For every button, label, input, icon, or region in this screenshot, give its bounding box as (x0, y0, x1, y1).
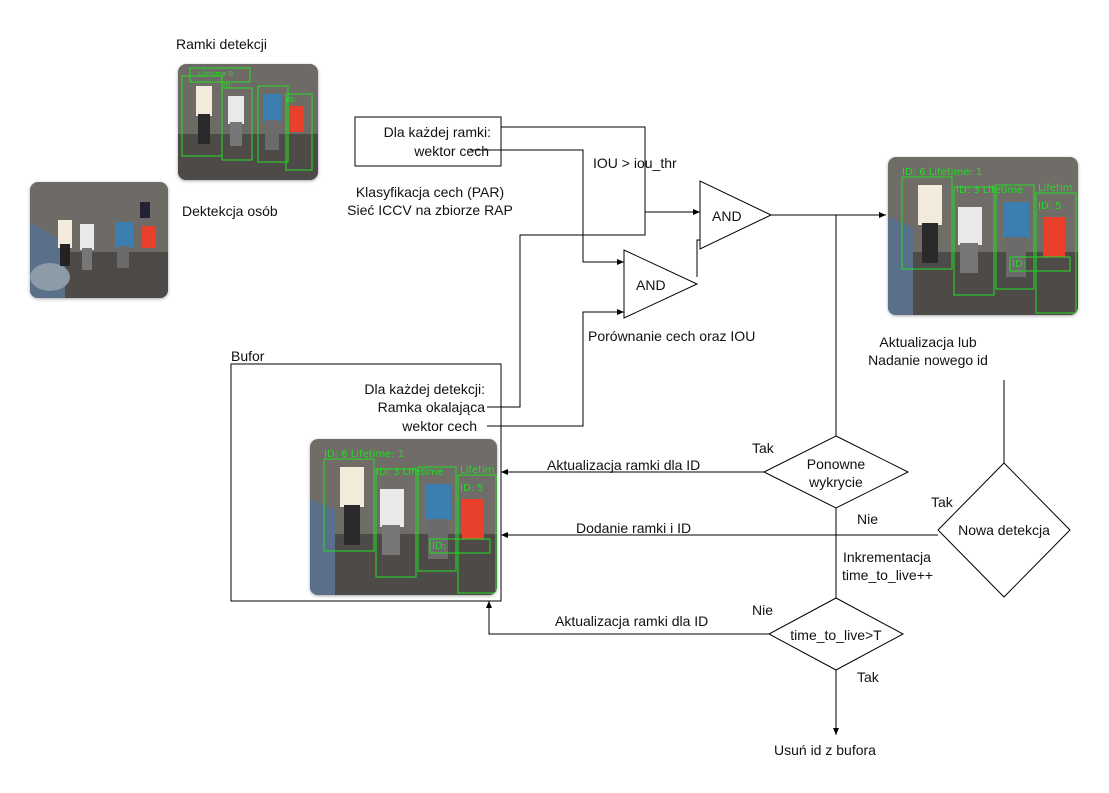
connector-bbox-to-and-top (487, 212, 646, 408)
remove-id-label: Usuń id z bufora (774, 742, 876, 758)
buffer-title: Bufor (231, 348, 265, 364)
redetect-no-label: Nie (857, 511, 879, 527)
connector-frame-to-and-top (501, 126, 700, 215)
buffer-photo: ID: 6 Lifetime: 1 ID: 3 Lifetime Lifetim… (310, 439, 497, 595)
ttl-yes-label: Tak (857, 669, 879, 685)
and-gate-top-label: AND (712, 208, 742, 224)
detection-label: Dektekcja osób (182, 203, 278, 219)
buffer-photo-label: ID: 3 Lifetime (376, 467, 443, 478)
redetect-label-2: wykrycie (809, 474, 863, 490)
connector-and-bottom-to-and-top (696, 239, 700, 277)
classification-label-2: Sieć ICCV na zbiorze RAP (347, 202, 513, 218)
update-or-assign-label-2: Nadanie nowego id (868, 352, 988, 368)
output-photo-label: ID: (1012, 259, 1026, 270)
per-frame-label-1: Dla każdej ramki: (383, 124, 491, 140)
connector-features-to-and-bottom (470, 149, 624, 265)
detection-photo (30, 182, 168, 298)
redetect-label-1: Ponowne (806, 456, 866, 472)
per-detection-label-3: wektor cech (402, 418, 477, 434)
update-frame-label-2: Aktualizacja ramki dla ID (555, 613, 709, 629)
top-photo-label: Lifetime 0 (198, 70, 233, 78)
buffer-photo-label: ID: 5 (460, 483, 484, 494)
frames-title: Ramki detekcji (176, 36, 268, 52)
classification-label-1: Klasyfikacja cech (PAR) (355, 184, 505, 200)
frames-photo: Lifetime 0 ID: ID: (178, 64, 318, 180)
new-detection-label: Nowa detekcja (958, 522, 1050, 538)
buffer-photo-label: ID: (432, 541, 446, 552)
output-photo-label: ID: 3 Lifetime (956, 185, 1023, 196)
output-photo-label: ID: 6 Lifetime: 1 (902, 167, 982, 178)
top-photo-label: ID: (223, 82, 233, 90)
per-detection-label-2: Ramka okalająca (377, 399, 485, 415)
connector-ttl-no (486, 601, 769, 635)
new-detection-yes-label: Tak (931, 494, 953, 510)
iou-threshold-label: IOU > iou_thr (593, 155, 677, 171)
compare-label: Porównanie cech oraz IOU (588, 328, 756, 344)
buffer-photo-label: ID: 6 Lifetime: 1 (324, 449, 404, 460)
new-detection-diamond (937, 462, 1071, 598)
per-frame-box (354, 116, 502, 167)
per-detection-label-1: Dla każdej detekcji: (364, 381, 485, 397)
connector-buffer-features-to-and-bottom (487, 309, 624, 427)
output-photo-label: Lifetim (1038, 183, 1072, 194)
and-gate-bottom (623, 249, 699, 319)
ttl-no-label: Nie (752, 602, 774, 618)
top-photo-label: ID: (286, 96, 296, 104)
and-gate-top (699, 180, 773, 250)
add-frame-label: Dodanie ramki i ID (576, 520, 692, 536)
buffer-photo-label: Lifetim (460, 465, 494, 476)
per-frame-label-2: wektor cech (414, 143, 489, 159)
ttl-condition-label: time_to_live>T (790, 627, 882, 643)
update-or-assign-label-1: Aktualizacja lub (879, 334, 977, 350)
and-gate-bottom-label: AND (636, 277, 666, 293)
output-photo-label: ID: 5 (1038, 201, 1062, 212)
buffer-frame (230, 363, 502, 602)
output-photo: ID: 6 Lifetime: 1 ID: 3 Lifetime Lifetim… (888, 157, 1078, 315)
increment-label-2: time_to_live++ (842, 567, 934, 583)
redetect-yes-label: Tak (752, 440, 774, 456)
update-frame-label-1: Aktualizacja ramki dla ID (547, 457, 701, 473)
increment-label-1: Inkrementacja (843, 549, 931, 565)
